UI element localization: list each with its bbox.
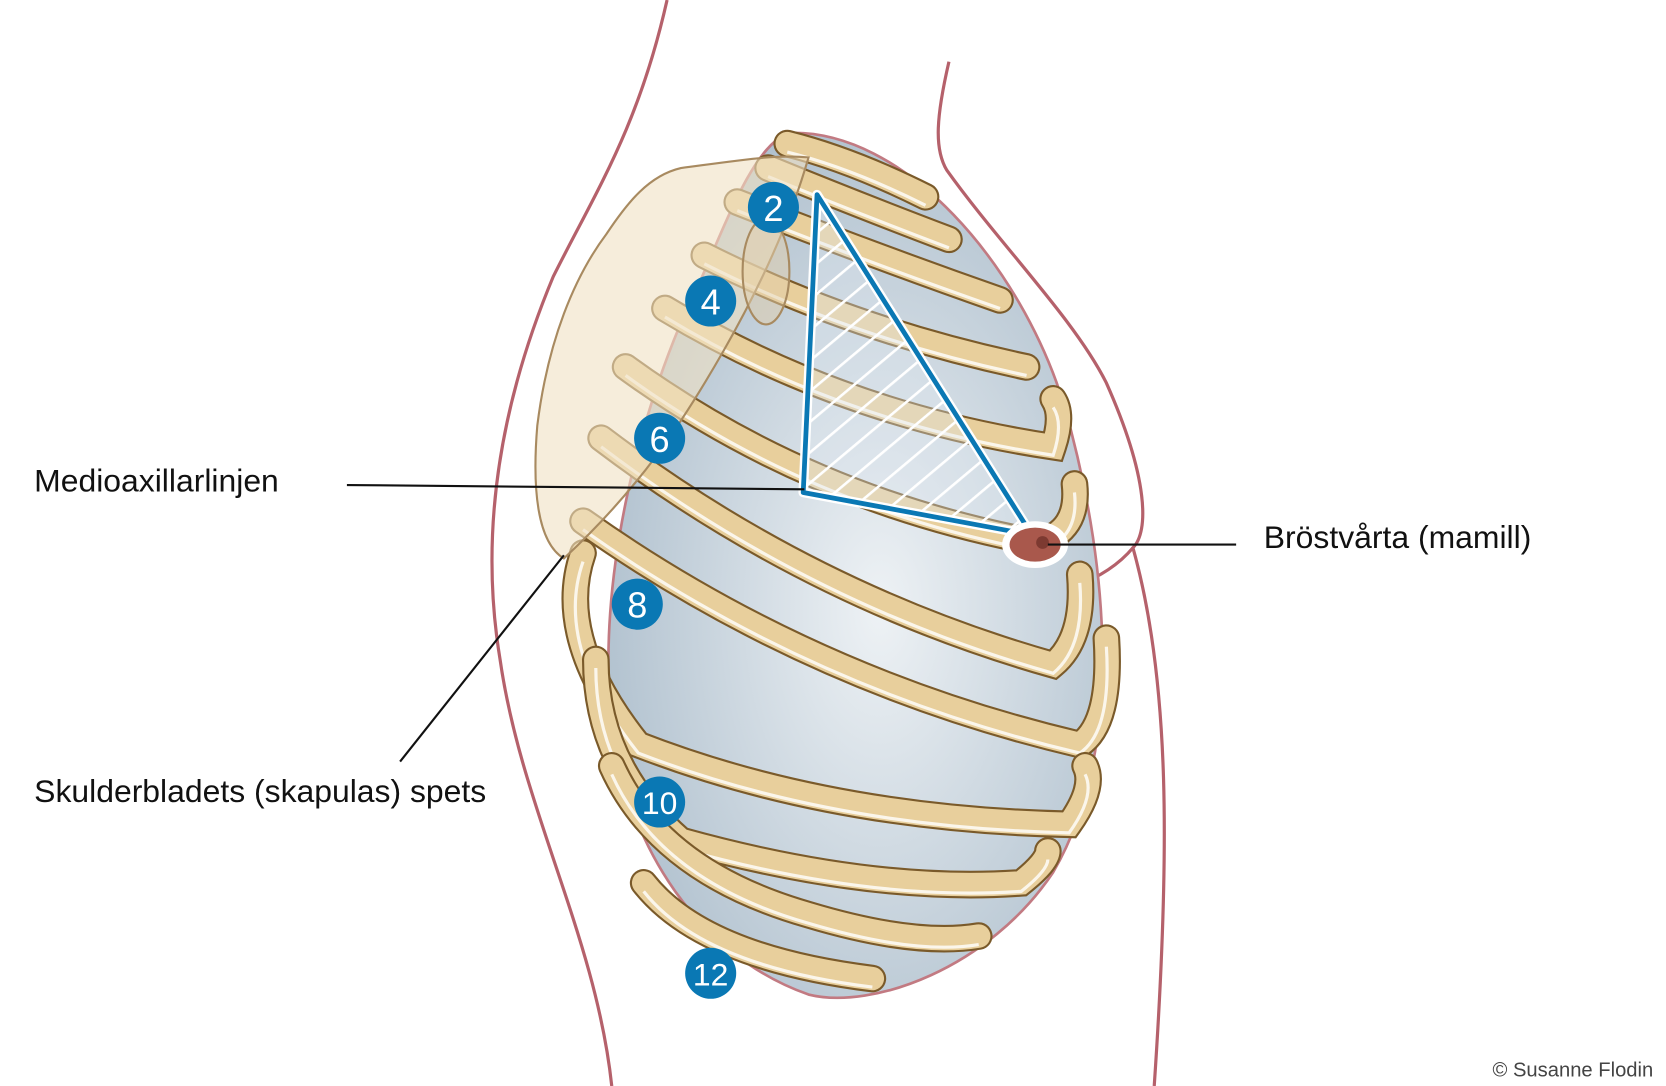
rib-marker-4: 4 [685,275,737,327]
rib-marker-10: 10 [634,776,686,828]
rib-7 [589,426,1093,678]
rib-10 [584,647,1060,897]
svg-text:12: 12 [693,956,728,992]
rib-marker-12: 12 [685,947,737,999]
copyright: © Susanne Flodin [1492,1059,1653,1081]
svg-text:8: 8 [627,585,647,626]
safety-triangle-outline [800,192,1035,538]
scapula [534,155,810,560]
label-nipple: Bröstvårta (mamill) [1264,519,1532,555]
rib-marker-2: 2 [747,181,799,233]
rib-8-highlight [582,528,1109,755]
rib-marker-8: 8 [611,578,663,630]
midaxillary-leader [346,483,805,491]
svg-text:6: 6 [650,419,670,460]
scapula-leader [399,554,565,763]
svg-text:10: 10 [642,785,677,821]
rib-6-highlight [624,374,1077,553]
rib-12 [631,871,885,991]
back-outline [490,0,669,1086]
rib-1 [775,131,938,209]
label-scapula-tip: Skulderbladets (skapulas) spets [34,773,486,809]
nipple [1009,527,1061,562]
rib-8 [571,509,1119,758]
rib-11-highlight [610,773,979,949]
svg-text:2: 2 [763,188,783,229]
rib-marker-6: 6 [634,412,686,464]
rib-12-highlight [642,890,873,989]
chest-outline [936,61,1166,1086]
rib-9 [563,541,1100,837]
rib-9-highlight [573,561,1090,835]
scapula-process [741,216,791,326]
svg-text:4: 4 [701,282,721,323]
label-midaxillary-line: Medioaxillarlinjen [34,462,279,498]
ribs [561,129,1121,993]
rib-7-highlight [600,445,1083,676]
